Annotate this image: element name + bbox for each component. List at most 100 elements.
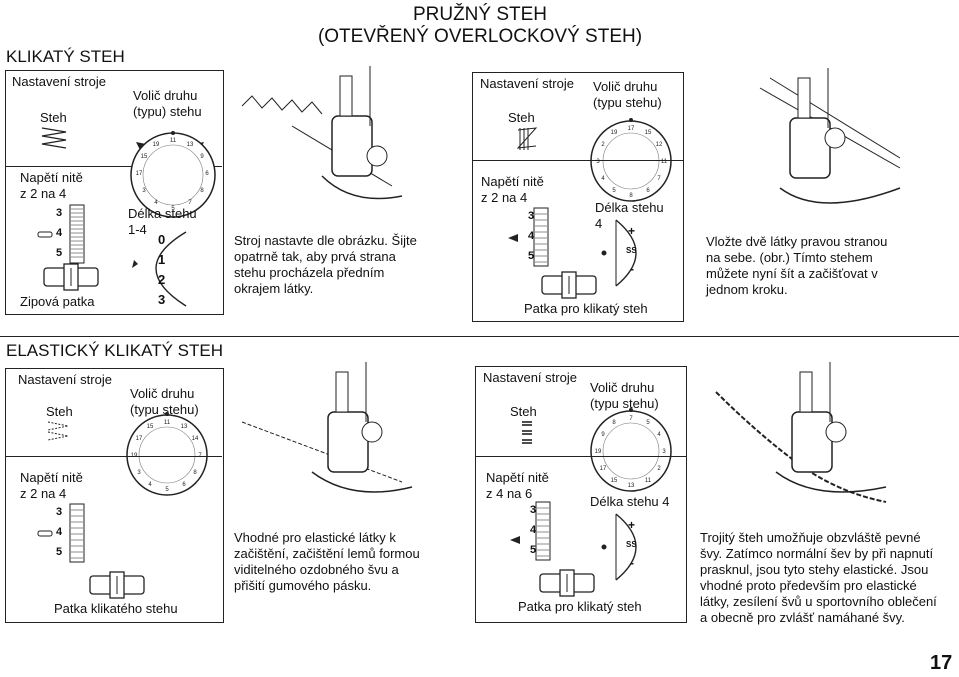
svg-text:3: 3 xyxy=(662,449,666,455)
desc-line: švy. Zatímco normální šev by při napnutí xyxy=(700,546,934,561)
svg-text:17: 17 xyxy=(136,436,143,442)
svg-text:6: 6 xyxy=(182,482,186,488)
length-dial[interactable] xyxy=(126,228,196,310)
section-title-zigzag: KLIKATÝ STEH xyxy=(6,47,125,66)
length-val-0: 0 xyxy=(158,232,166,247)
desc-line: vhodné proto především pro elastické xyxy=(700,578,917,593)
sewing-machine-illustration xyxy=(241,362,413,493)
section-title-elastic: ELASTICKÝ KLIKATÝ STEH xyxy=(6,341,223,360)
desc-line: stehu procházela předním xyxy=(234,265,385,280)
svg-text:3: 3 xyxy=(596,159,600,165)
svg-text:4: 4 xyxy=(154,200,158,206)
panel-divider xyxy=(6,456,222,457)
tension-label: Napětí nitě z 2 na 4 xyxy=(481,174,544,206)
length-line2: 1-4 xyxy=(128,222,147,237)
scale-minus: - xyxy=(630,556,634,570)
desc-line: prasknul, jsou tyto stehy elastické. Jso… xyxy=(700,562,929,577)
svg-text:8: 8 xyxy=(612,420,616,426)
desc-line: viditelného ozdobného švu a xyxy=(234,562,399,577)
svg-text:4: 4 xyxy=(148,482,152,488)
section-title-stretch: PRUŽNÝ STEH (OTEVŘENÝ OVERLOCKOVÝ STEH) xyxy=(250,4,710,48)
scale-4: 4 xyxy=(56,227,63,239)
svg-text:19: 19 xyxy=(595,449,602,455)
tension-line2: z 2 na 4 xyxy=(20,186,67,201)
length-line2: 4 xyxy=(595,216,603,231)
selector-label: Volič druhu (typu stehu) xyxy=(130,386,199,418)
length-val-1: 1 xyxy=(158,252,166,267)
svg-text:12: 12 xyxy=(656,142,663,148)
selector-label-line2: (typu stehu) xyxy=(590,396,659,411)
settings-panel-elastic xyxy=(5,368,224,623)
settings-panel-zigzag xyxy=(5,70,224,315)
length-label: Délka stehu 4 xyxy=(590,494,670,509)
svg-text:11: 11 xyxy=(164,420,171,426)
svg-text:7: 7 xyxy=(188,200,192,206)
tension-line2: z 2 na 4 xyxy=(20,486,67,501)
selector-label: Volič druhu (typu) stehu xyxy=(133,88,202,120)
length-label: Délka stehu 1-4 xyxy=(128,206,197,238)
title-line-2: (OTEVŘENÝ OVERLOCKOVÝ STEH) xyxy=(317,26,643,47)
svg-text:3: 3 xyxy=(137,470,141,476)
settings-label: Nastavení stroje xyxy=(18,372,112,387)
svg-text:8: 8 xyxy=(200,188,204,194)
zigzag-stitch-icon xyxy=(41,127,67,149)
svg-text:13: 13 xyxy=(187,142,194,148)
desc-line: látky, zesílení švů u sportovního obleče… xyxy=(700,594,937,609)
scale-plus: + xyxy=(628,518,636,532)
svg-text:2: 2 xyxy=(601,142,605,148)
svg-text:15: 15 xyxy=(611,478,618,484)
stitch-label: Steh xyxy=(510,404,537,419)
section-divider xyxy=(0,336,959,337)
zigzag-foot-icon xyxy=(539,569,595,597)
svg-text:11: 11 xyxy=(661,159,668,165)
length-label: Délka stehu 4 xyxy=(595,200,664,232)
svg-text:7: 7 xyxy=(657,176,661,182)
selector-label: Volič druhu (typu stehu) xyxy=(593,79,662,111)
svg-text:8: 8 xyxy=(193,470,197,476)
scale-5: 5 xyxy=(528,250,535,262)
svg-text:4: 4 xyxy=(657,432,661,438)
svg-text:15: 15 xyxy=(141,154,148,160)
desc-line: opatrně tak, aby prvá strana xyxy=(234,249,396,264)
title-line-1: PRUŽNÝ STEH xyxy=(412,4,548,25)
settings-label: Nastavení stroje xyxy=(483,370,577,385)
desc-line: okrajem látky. xyxy=(234,281,314,296)
description-zigzag: Stroj nastavte dle obrázku. Šijte opatrn… xyxy=(234,233,454,297)
stitch-label: Steh xyxy=(508,110,535,125)
svg-text:15: 15 xyxy=(645,130,652,136)
svg-text:11: 11 xyxy=(645,478,652,484)
scale-ss: SS xyxy=(626,540,637,549)
tension-line2: z 4 na 6 xyxy=(486,486,533,501)
selector-label-line1: Volič druhu xyxy=(593,79,658,94)
foot-label: Patka klikatého stehu xyxy=(54,601,178,616)
scale-3: 3 xyxy=(528,210,535,222)
tension-line1: Napětí nitě xyxy=(486,470,549,485)
zigzag-foot-icon xyxy=(541,271,597,299)
sewing-machine-illustration xyxy=(241,66,403,200)
scale-minus: - xyxy=(630,262,634,276)
scale-3: 3 xyxy=(56,506,63,518)
desc-line: na sebe. (obr.) Tímto stehem xyxy=(706,250,873,265)
desc-line: Trojitý šteh umožňuje obzvláště pevné xyxy=(700,530,921,545)
length-line1: Délka stehu xyxy=(128,206,197,221)
settings-panel-triple xyxy=(475,366,687,623)
settings-panel-stretch xyxy=(472,72,684,322)
svg-text:17: 17 xyxy=(136,171,143,177)
scale-ss: SS xyxy=(626,246,637,255)
desc-line: jednom kroku. xyxy=(706,282,788,297)
svg-text:15: 15 xyxy=(147,424,154,430)
foot-label: Patka pro klikatý steh xyxy=(518,599,642,614)
svg-text:13: 13 xyxy=(628,483,635,489)
svg-text:6: 6 xyxy=(205,171,209,177)
scale-4: 4 xyxy=(530,524,537,536)
selector-label-line2: (typu) stehu xyxy=(133,104,202,119)
length-scale[interactable] xyxy=(596,512,656,582)
length-scale[interactable] xyxy=(596,218,656,288)
panel-divider xyxy=(476,456,686,457)
desc-line: Stroj nastavte dle obrázku. Šijte xyxy=(234,233,417,248)
panel-divider xyxy=(473,160,683,161)
